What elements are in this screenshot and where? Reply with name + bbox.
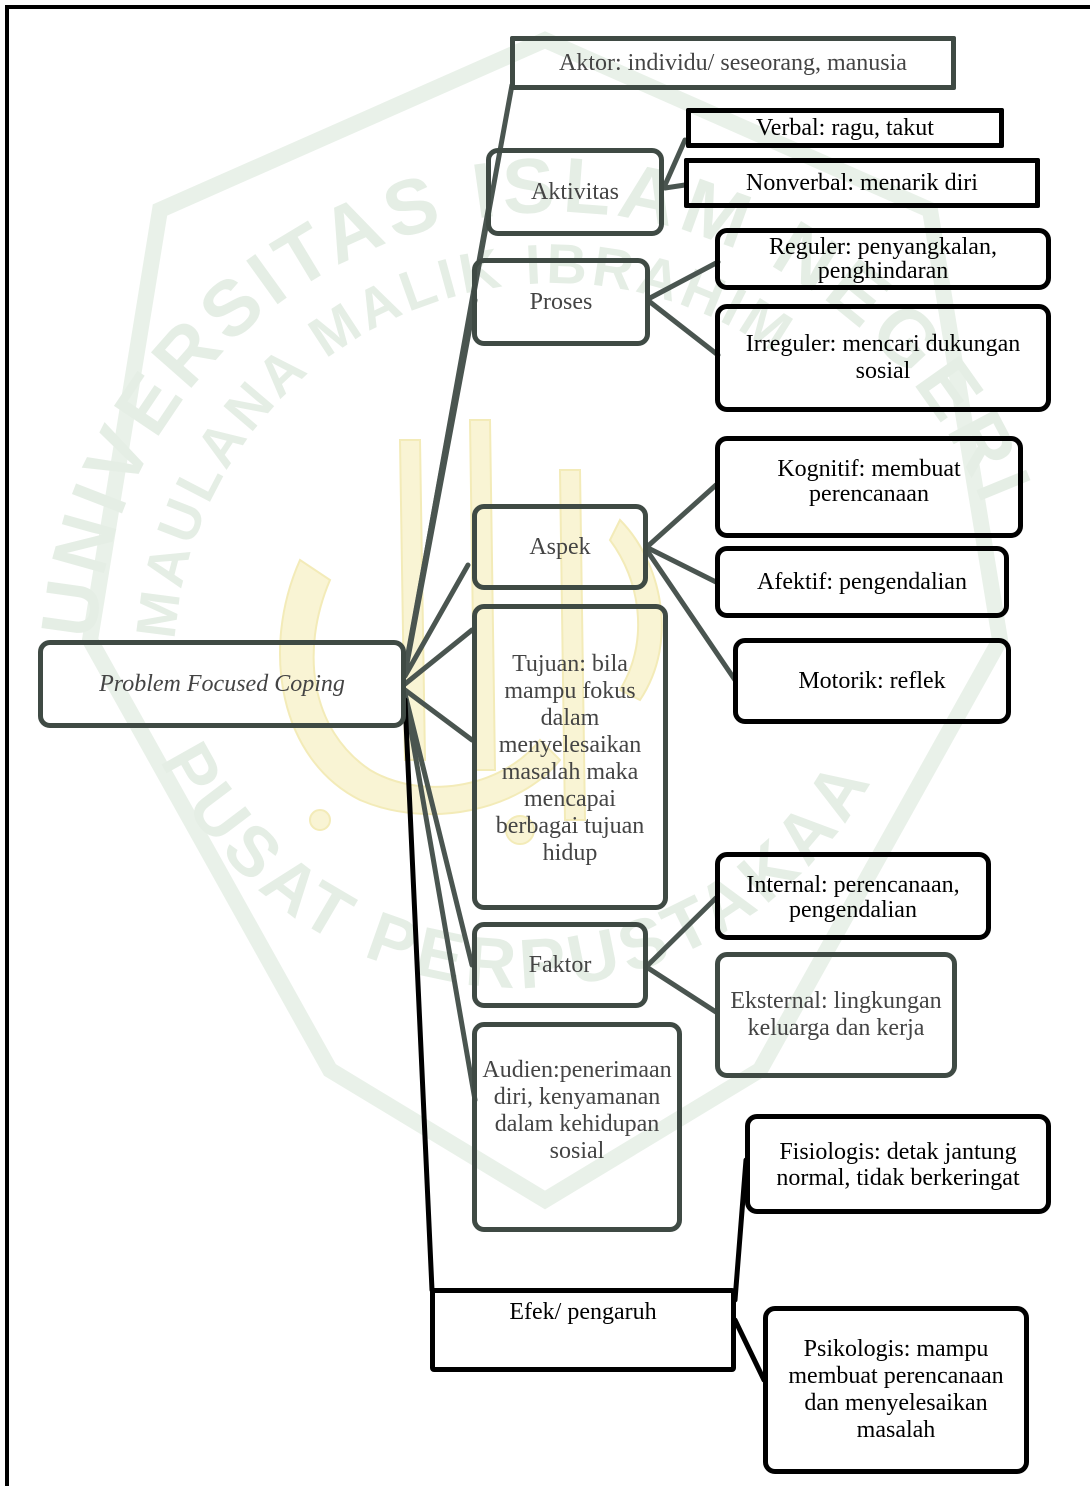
node-internal: Internal: perencanaan, pengendalian xyxy=(715,852,991,940)
node-aktivitas: Aktivitas xyxy=(486,148,664,236)
nonverbal-label: Nonverbal: menarik diri xyxy=(746,169,978,196)
node-kognitif: Kognitif: membuat perencanaan xyxy=(715,436,1023,538)
node-audien: Audien:penerimaan diri, kenyamanan dalam… xyxy=(472,1022,682,1232)
node-afektif: Afektif: pengendalian xyxy=(715,546,1009,618)
audien-label: Audien:penerimaan diri, kenyamanan dalam… xyxy=(482,1057,672,1164)
node-irreguler: Irreguler: mencari dukungan sosial xyxy=(715,304,1051,412)
connector-root-tujuan-low xyxy=(402,687,475,743)
psikologis-label: Psikologis: mampu membuat perencanaan da… xyxy=(788,1336,1004,1443)
connector-aktivitas-nonverbal xyxy=(662,182,688,191)
connector-proses-reguler xyxy=(647,259,721,301)
connector-root-faktor xyxy=(402,691,475,968)
node-eksternal: Eksternal: lingkungan keluarga dan kerja xyxy=(715,952,957,1078)
connector-proses-irreguler xyxy=(647,299,721,358)
node-efek: Efek/ pengaruh xyxy=(430,1288,736,1372)
connector-aspek-kognitif xyxy=(645,482,719,549)
connector-efek-fisiologis xyxy=(732,1157,749,1303)
connector-aspek-motorik xyxy=(645,549,738,683)
kognitif-label: Kognitif: membuat perencanaan xyxy=(777,456,961,507)
connector-root-tujuan xyxy=(402,627,475,687)
node-aktor: Aktor: individu/ seseorang, manusia xyxy=(510,36,956,90)
node-psikologis: Psikologis: mampu membuat perencanaan da… xyxy=(763,1306,1029,1474)
node-tujuan: Tujuan: bila mampu fokus dalam menyelesa… xyxy=(472,604,668,910)
node-nonverbal: Nonverbal: menarik diri xyxy=(684,158,1040,208)
connector-root-aspek xyxy=(402,562,471,679)
node-fisiologis: Fisiologis: detak jantung normal, tidak … xyxy=(745,1114,1051,1214)
node-faktor: Faktor xyxy=(472,922,648,1008)
irreguler-label: Irreguler: mencari dukungan sosial xyxy=(745,331,1021,384)
internal-label: Internal: perencanaan, pengendalian xyxy=(746,872,960,923)
connector-faktor-internal xyxy=(645,895,719,968)
reguler-label: Reguler: penyangkalan, penghindaran xyxy=(769,234,997,284)
connector-root-efek xyxy=(402,697,435,1293)
efek-label: Efek/ pengaruh xyxy=(509,1299,657,1325)
node-proses: Proses xyxy=(472,258,650,346)
frame-top-border xyxy=(5,5,1090,9)
node-root-problem-focused-coping: Problem Focused Coping xyxy=(38,640,406,728)
node-aspek: Aspek xyxy=(472,504,648,590)
connector-efek-psikologis xyxy=(732,1317,767,1383)
afektif-label: Afektif: pengendalian xyxy=(757,568,967,595)
eksternal-label: Eksternal: lingkungan keluarga dan kerja xyxy=(730,988,942,1041)
connector-root-audien xyxy=(402,693,478,1103)
verbal-label: Verbal: ragu, takut xyxy=(756,114,934,141)
node-verbal: Verbal: ragu, takut xyxy=(686,108,1004,148)
aktivitas-label: Aktivitas xyxy=(531,178,619,205)
aktor-label: Aktor: individu/ seseorang, manusia xyxy=(559,49,907,76)
connector-root-proses xyxy=(402,297,478,677)
aspek-label: Aspek xyxy=(529,533,591,560)
node-motorik: Motorik: reflek xyxy=(733,638,1011,724)
motorik-label: Motorik: reflek xyxy=(798,667,946,694)
fisiologis-label: Fisiologis: detak jantung normal, tidak … xyxy=(776,1139,1020,1191)
connector-faktor-eksternal xyxy=(645,965,719,1015)
tujuan-label: Tujuan: bila mampu fokus dalam menyelesa… xyxy=(495,651,645,866)
connector-aspek-afektif xyxy=(645,545,719,585)
root-label: Problem Focused Coping xyxy=(99,670,345,697)
proses-label: Proses xyxy=(529,288,593,315)
connector-aktivitas-verbal xyxy=(662,137,688,188)
frame-left-border xyxy=(5,5,9,1486)
faktor-label: Faktor xyxy=(528,951,592,978)
node-reguler: Reguler: penyangkalan, penghindaran xyxy=(715,228,1051,290)
